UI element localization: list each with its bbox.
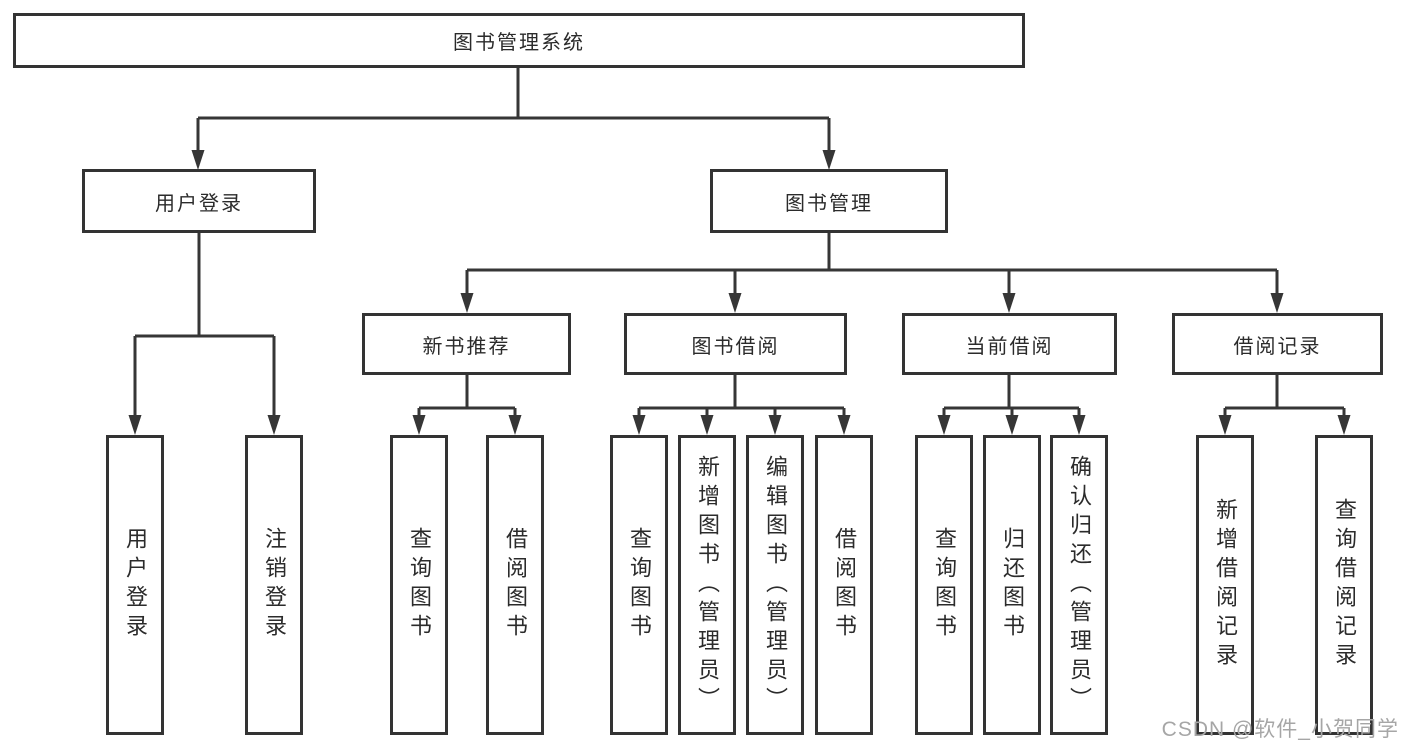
node-book-management: 图书管理 <box>710 169 948 233</box>
leaf-borrow-books-recommend: 借阅图书 <box>486 435 544 735</box>
node-library-management-system: 图书管理系统 <box>13 13 1025 68</box>
leaf-query-books-borrowing: 查询图书 <box>610 435 668 735</box>
leaf-add-borrow-record: 新增借阅记录 <box>1196 435 1254 735</box>
leaf-query-books-current: 查询图书 <box>915 435 973 735</box>
node-book-borrowing: 图书借阅 <box>624 313 847 375</box>
leaf-borrow-books-borrowing: 借阅图书 <box>815 435 873 735</box>
leaf-query-books-recommend: 查询图书 <box>390 435 448 735</box>
leaf-query-borrow-record: 查询借阅记录 <box>1315 435 1373 735</box>
node-user-login: 用户登录 <box>82 169 316 233</box>
connector-user-login-to-leaves <box>128 233 281 435</box>
leaf-return-books: 归还图书 <box>983 435 1041 735</box>
connector-borrow-records-to-leaves <box>1218 375 1351 435</box>
node-current-borrowing: 当前借阅 <box>902 313 1117 375</box>
leaf-add-books-admin: 新增图书（管理员） <box>678 435 736 735</box>
node-new-book-recommend: 新书推荐 <box>362 313 571 375</box>
connector-root-to-level2 <box>191 68 836 170</box>
node-borrow-records: 借阅记录 <box>1172 313 1383 375</box>
connector-book-management-to-level3 <box>460 233 1284 313</box>
csdn-watermark: CSDN @软件_小贺同学 <box>1161 718 1399 741</box>
leaf-confirm-return-admin: 确认归还（管理员） <box>1050 435 1108 735</box>
leaf-edit-books-admin: 编辑图书（管理员） <box>746 435 804 735</box>
leaf-logout-login: 注销登录 <box>245 435 303 735</box>
connector-new-book-recommend-to-leaves <box>412 375 522 435</box>
leaf-user-login: 用户登录 <box>106 435 164 735</box>
connector-current-borrowing-to-leaves <box>937 375 1086 435</box>
connector-book-borrowing-to-leaves <box>632 375 851 435</box>
